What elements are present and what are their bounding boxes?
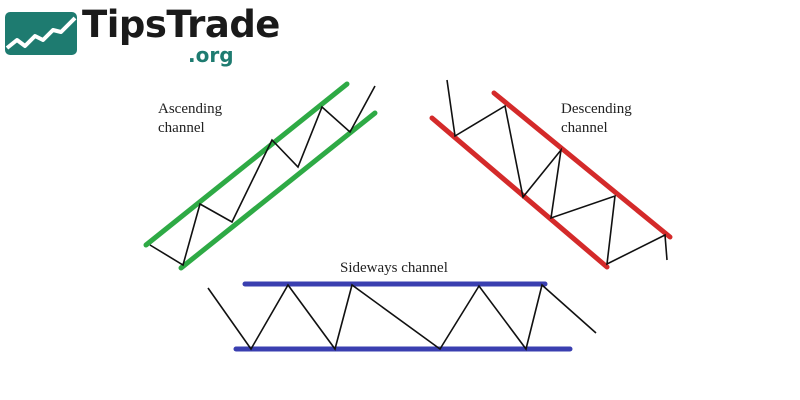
ascending-upper-line [143, 81, 350, 248]
sideways-price-line [207, 283, 597, 351]
ascending-channel [143, 81, 378, 271]
ascending-lower-line [178, 110, 378, 271]
descending-price-line [446, 79, 668, 266]
logo-suffix: .org [188, 43, 234, 67]
ascending-label: Ascending channel [158, 100, 222, 138]
sideways-label: Sideways channel [340, 260, 448, 276]
logo-icon [5, 12, 77, 55]
ascending-label-line1: Ascending [158, 101, 223, 117]
descending-lower-line [429, 115, 610, 270]
descending-label-line1: Descending [561, 101, 632, 117]
descending-label: Descending channel [561, 100, 632, 138]
ascending-price-line [149, 85, 376, 267]
ascending-label-line2: channel [158, 120, 205, 136]
sideways-channel [207, 281, 597, 352]
descending-label-line2: channel [561, 120, 608, 136]
logo-text: TipsTrade [82, 3, 280, 46]
descending-channel [429, 79, 673, 270]
descending-upper-line [491, 90, 673, 240]
